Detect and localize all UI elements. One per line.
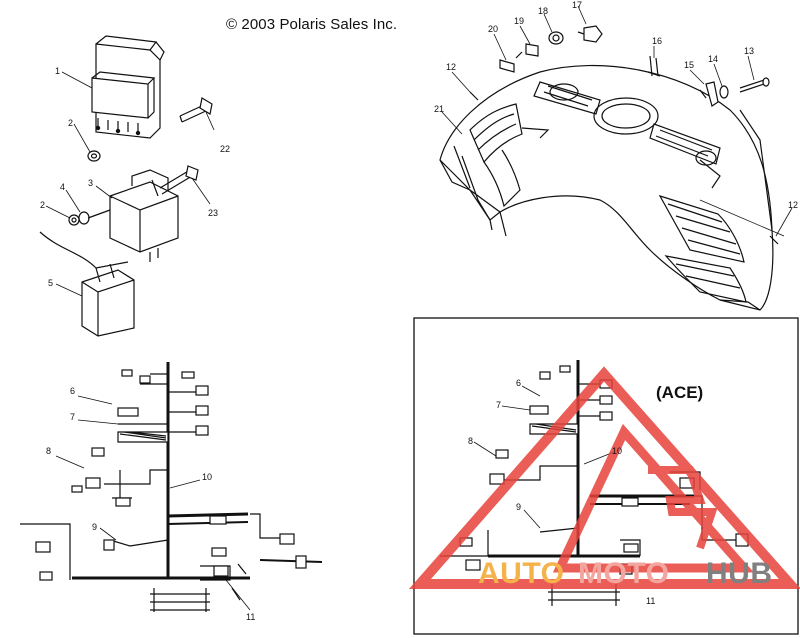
screw-22-part [179, 97, 213, 123]
harness-left [20, 362, 323, 612]
control-module-part [91, 35, 165, 139]
watermark-word-hub: HUB [706, 557, 773, 590]
callout-top-right-15: 15 [684, 60, 695, 70]
callout-harness-left-7: 7 [70, 412, 76, 422]
callout-top-right-16: 16 [652, 36, 663, 46]
callout-harness-inset-11: 11 [646, 596, 656, 606]
callout-top-right-17: 17 [572, 0, 583, 10]
ace-inset-frame [413, 317, 799, 635]
screw-23-part [151, 165, 199, 197]
dash-panel-part [439, 64, 774, 311]
callout-top-left-2: 2 [68, 118, 74, 128]
callout-harness-inset-7: 7 [496, 400, 502, 410]
callout-top-right-18: 18 [538, 6, 549, 16]
callout-top-right-19: 19 [514, 16, 525, 26]
washer-4-part [78, 211, 90, 225]
callout-harness-left-10: 10 [202, 472, 213, 482]
callout-harness-left-9: 9 [92, 522, 98, 532]
ace-inset-label: (ACE) [656, 383, 704, 402]
regulator-part [109, 169, 179, 262]
callout-top-left-1: 1 [55, 66, 61, 76]
callout-harness-inset-9: 9 [516, 502, 522, 512]
callout-top-right-21: 21 [434, 104, 445, 114]
callout-top-left-5: 5 [48, 278, 54, 288]
watermark-word-moto: MOTO [578, 557, 670, 590]
callout-top-right-12: 12 [788, 200, 799, 210]
callout-top-right-14: 14 [708, 54, 719, 64]
callout-top-left-3: 3 [88, 178, 94, 188]
callout-top-left-2: 2 [40, 200, 46, 210]
callout-top-left-23: 23 [208, 208, 219, 218]
callout-top-left-22: 22 [220, 144, 231, 154]
callout-harness-left-6: 6 [70, 386, 76, 396]
callout-harness-inset-10: 10 [612, 446, 623, 456]
watermark-word-auto: AUTO [478, 557, 565, 590]
dash-small-parts [469, 25, 779, 245]
module-5-part [39, 231, 135, 337]
harness-left-connectors [35, 369, 307, 581]
callout-harness-inset-6: 6 [516, 378, 522, 388]
nut-2a-part [87, 150, 101, 162]
callout-harness-left-11: 11 [246, 612, 256, 622]
callout-top-right-20: 20 [488, 24, 499, 34]
nut-2b-part [68, 214, 80, 226]
callout-harness-left-8: 8 [46, 446, 52, 456]
copyright-caption: © 2003 Polaris Sales Inc. [226, 16, 398, 33]
callout-harness-inset-8: 8 [468, 436, 474, 446]
callout-top-left-4: 4 [60, 182, 66, 192]
watermark-logo [408, 366, 800, 589]
callout-top-right-12: 12 [446, 62, 457, 72]
callout-top-right-13: 13 [744, 46, 755, 56]
